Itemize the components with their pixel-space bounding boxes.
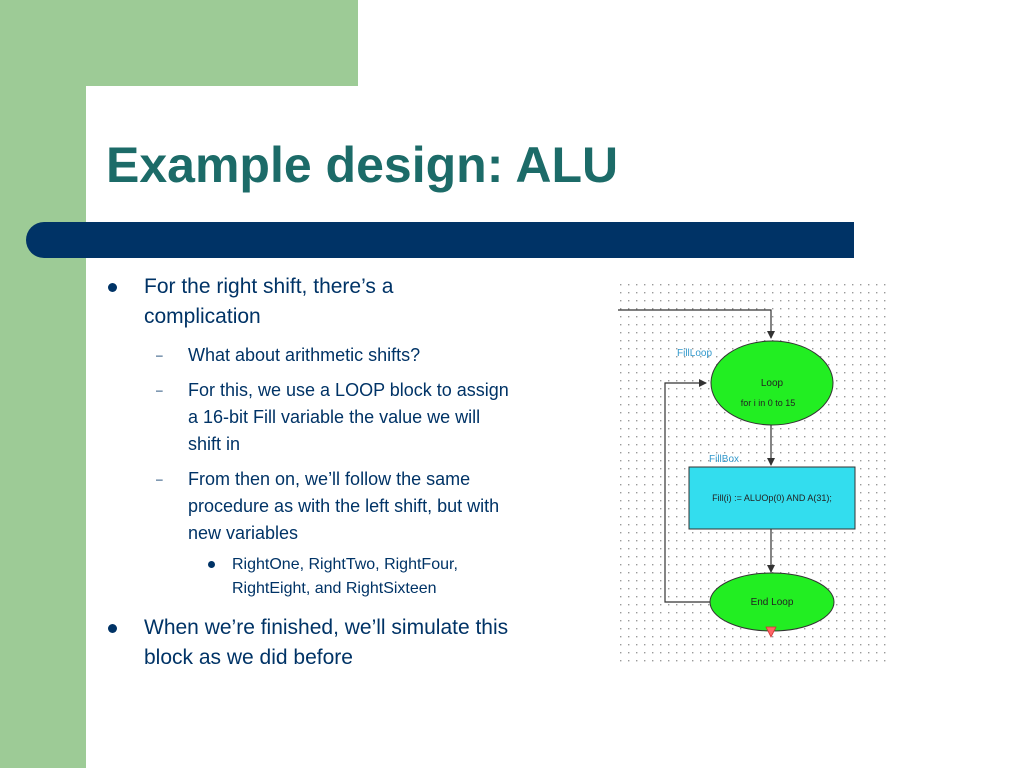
bullet-text: For the right shift, there’s a complicat… (144, 275, 394, 328)
fill-box-statement: Fill(i) := ALUOp(0) AND A(31); (712, 493, 832, 503)
sub-bullet-item: – For this, we use a LOOP block to assig… (104, 377, 514, 458)
entry-connector (618, 309, 775, 339)
dash-icon: – (156, 348, 163, 362)
title-bar (26, 222, 854, 258)
bullet-item: When we’re finished, we’ll simulate this… (104, 613, 514, 673)
sub-sub-bullet-text: RightOne, RightTwo, RightFour, RightEigh… (232, 556, 458, 597)
sub-bullet-text: What about arithmetic shifts? (188, 345, 421, 365)
loop-node-range: for i in 0 to 15 (741, 398, 796, 408)
sub-bullet-text: For this, we use a LOOP block to assign … (188, 380, 509, 454)
green-header-block (0, 0, 358, 86)
loop-node-title: Loop (761, 378, 784, 389)
sub-sub-bullet-item: RightOne, RightTwo, RightFour, RightEigh… (104, 553, 492, 601)
bullet-item: For the right shift, there’s a complicat… (104, 272, 514, 332)
slide-title: Example design: ALU (106, 137, 619, 193)
box-name-label: FillBox (709, 454, 739, 465)
loop-back-connector (664, 379, 710, 603)
bullet-dot-icon (108, 283, 117, 292)
bullet-list: For the right shift, there’s a complicat… (104, 272, 514, 673)
dash-icon: – (156, 383, 163, 397)
flowchart-diagram: FillLoop Loop for i in 0 to 15 FillBox F… (618, 282, 890, 668)
sub-bullet-text: From then on, we’ll follow the same proc… (188, 469, 500, 543)
green-sidebar (0, 0, 86, 768)
dash-icon: – (156, 472, 163, 486)
bullet-text: When we’re finished, we’ll simulate this… (144, 616, 509, 669)
bullet-dot-icon (108, 624, 117, 633)
end-loop-title: End Loop (751, 597, 794, 608)
fill-box-node (688, 466, 856, 530)
end-marker-icon (765, 626, 777, 638)
sub-bullet-item: – From then on, we’ll follow the same pr… (104, 466, 514, 547)
loop-node (710, 340, 834, 426)
sub-bullet-item: – What about arithmetic shifts? (104, 342, 514, 369)
loop-name-label: FillLoop (677, 348, 712, 359)
bullet-dot-icon (208, 561, 215, 568)
